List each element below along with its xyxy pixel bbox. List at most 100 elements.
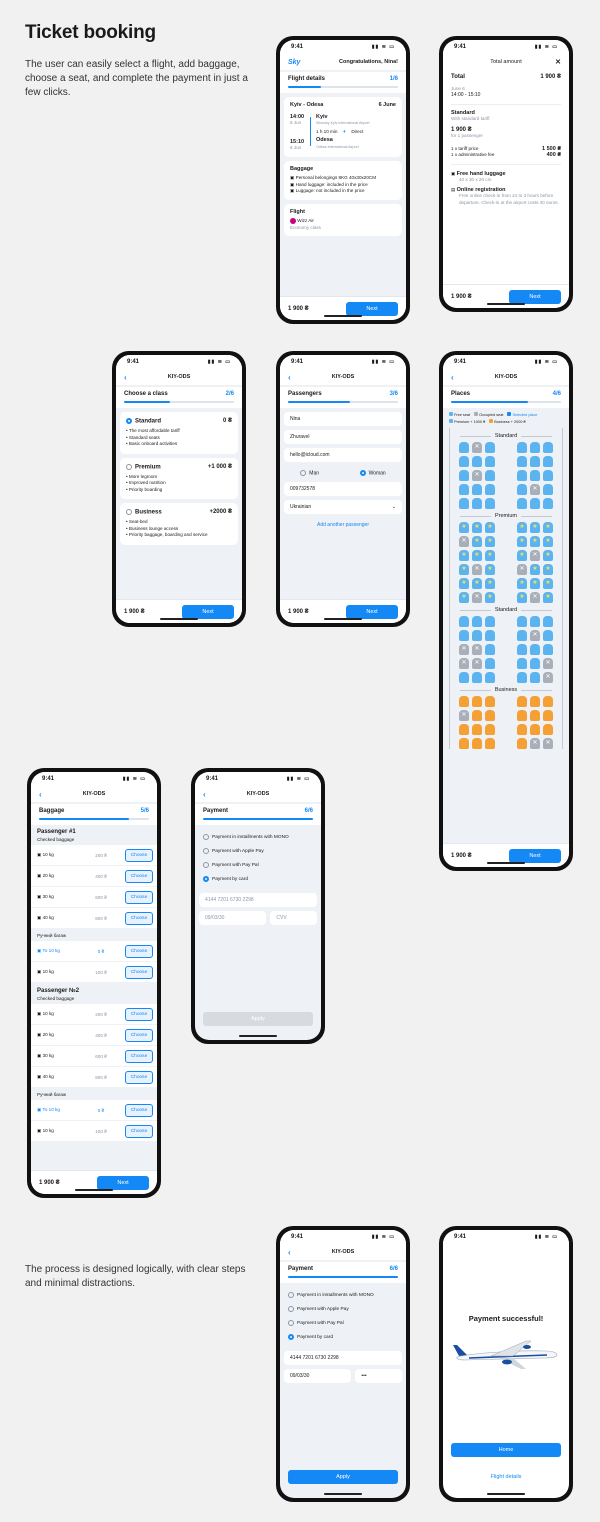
choose-button[interactable]: Choose: [125, 1124, 153, 1138]
free-seat[interactable]: [472, 616, 482, 627]
free-seat[interactable]: [485, 564, 495, 575]
choose-button[interactable]: Choose: [125, 869, 153, 883]
free-seat[interactable]: [459, 442, 469, 453]
free-seat[interactable]: [459, 616, 469, 627]
card-number-input[interactable]: 4144 7201 6730 2298: [284, 1351, 402, 1365]
free-seat[interactable]: [485, 696, 495, 707]
add-passenger-link[interactable]: Add another passenger: [317, 522, 369, 528]
choose-button[interactable]: Choose: [125, 890, 153, 904]
free-seat[interactable]: [530, 658, 540, 669]
free-seat[interactable]: [517, 738, 527, 749]
free-seat[interactable]: [543, 470, 553, 481]
free-seat[interactable]: [530, 470, 540, 481]
free-seat[interactable]: [543, 630, 553, 641]
free-seat[interactable]: [543, 578, 553, 589]
free-seat[interactable]: [459, 564, 469, 575]
free-seat[interactable]: [530, 696, 540, 707]
free-seat[interactable]: [517, 630, 527, 641]
free-seat[interactable]: [517, 470, 527, 481]
flight-details-link[interactable]: Flight details: [490, 1474, 522, 1480]
back-icon[interactable]: ‹: [451, 372, 454, 382]
free-seat[interactable]: [459, 550, 469, 561]
back-icon[interactable]: ‹: [203, 789, 206, 799]
choose-button[interactable]: Choose: [125, 848, 153, 862]
free-seat[interactable]: [485, 456, 495, 467]
free-seat[interactable]: [459, 484, 469, 495]
free-seat[interactable]: [517, 484, 527, 495]
free-seat[interactable]: [517, 616, 527, 627]
radio[interactable]: [126, 509, 132, 516]
free-seat[interactable]: [517, 696, 527, 707]
free-seat[interactable]: [517, 522, 527, 533]
radio[interactable]: [126, 463, 132, 470]
free-seat[interactable]: [459, 498, 469, 509]
free-seat[interactable]: [485, 710, 495, 721]
free-seat[interactable]: [459, 672, 469, 683]
document-field[interactable]: 009732578: [284, 482, 402, 496]
free-seat[interactable]: [543, 592, 553, 603]
home-button[interactable]: Home: [451, 1443, 561, 1457]
free-seat[interactable]: [485, 616, 495, 627]
next-button[interactable]: Next: [346, 301, 398, 316]
pay-option-mono[interactable]: Payment in installments with MONO: [203, 831, 313, 845]
citizenship-select[interactable]: Ukrainian⌄: [284, 500, 402, 514]
expiry-input[interactable]: 09/03/30: [284, 1369, 352, 1383]
choose-button[interactable]: Choose: [124, 1103, 153, 1117]
free-seat[interactable]: [472, 536, 482, 547]
free-seat[interactable]: [543, 550, 553, 561]
free-seat[interactable]: [517, 578, 527, 589]
class-business[interactable]: Business+2000 ₴ • Seat-bed • Business lo…: [120, 503, 238, 545]
class-premium[interactable]: Premium+1 000 ₴ • More legroom • Improve…: [120, 457, 238, 500]
free-seat[interactable]: [485, 470, 495, 481]
choose-button[interactable]: Choose: [124, 944, 153, 958]
expiry-input[interactable]: 09/03/30: [199, 911, 267, 925]
free-seat[interactable]: [530, 498, 540, 509]
back-icon[interactable]: ‹: [124, 372, 127, 382]
free-seat[interactable]: [472, 498, 482, 509]
radio-selected[interactable]: [126, 418, 132, 424]
free-seat[interactable]: [517, 644, 527, 655]
free-seat[interactable]: [517, 724, 527, 735]
free-seat[interactable]: [472, 710, 482, 721]
free-seat[interactable]: [472, 672, 482, 683]
free-seat[interactable]: [530, 672, 540, 683]
free-seat[interactable]: [530, 710, 540, 721]
free-seat[interactable]: [459, 522, 469, 533]
total-price[interactable]: 1 900 ₴: [451, 293, 472, 300]
free-seat[interactable]: [485, 672, 495, 683]
free-seat[interactable]: [543, 456, 553, 467]
free-seat[interactable]: [472, 550, 482, 561]
free-seat[interactable]: [517, 498, 527, 509]
choose-button[interactable]: Choose: [125, 965, 153, 979]
free-seat[interactable]: [543, 442, 553, 453]
free-seat[interactable]: [485, 578, 495, 589]
total-price[interactable]: 1 900 ₴: [288, 608, 309, 615]
apply-button-disabled[interactable]: Apply: [203, 1012, 313, 1026]
free-seat[interactable]: [459, 724, 469, 735]
free-seat[interactable]: [472, 578, 482, 589]
next-button[interactable]: Next: [509, 848, 561, 863]
free-seat[interactable]: [485, 484, 495, 495]
free-seat[interactable]: [485, 738, 495, 749]
apply-button[interactable]: Apply: [288, 1470, 398, 1484]
next-button[interactable]: Next: [182, 604, 234, 619]
free-seat[interactable]: [485, 592, 495, 603]
free-seat[interactable]: [485, 644, 495, 655]
free-seat[interactable]: [517, 710, 527, 721]
free-seat[interactable]: [472, 630, 482, 641]
back-icon[interactable]: ‹: [288, 372, 291, 382]
total-price[interactable]: 1 900 ₴: [451, 852, 472, 859]
free-seat[interactable]: [472, 738, 482, 749]
free-seat[interactable]: [485, 724, 495, 735]
free-seat[interactable]: [543, 522, 553, 533]
email-field[interactable]: hello@icloud.com: [284, 448, 402, 462]
free-seat[interactable]: [485, 658, 495, 669]
free-seat[interactable]: [459, 456, 469, 467]
free-seat[interactable]: [472, 456, 482, 467]
choose-button[interactable]: Choose: [125, 1049, 153, 1063]
free-seat[interactable]: [459, 592, 469, 603]
next-button[interactable]: Next: [509, 289, 561, 304]
free-seat[interactable]: [530, 724, 540, 735]
total-price[interactable]: 1 900 ₴: [124, 608, 145, 615]
free-seat[interactable]: [472, 696, 482, 707]
